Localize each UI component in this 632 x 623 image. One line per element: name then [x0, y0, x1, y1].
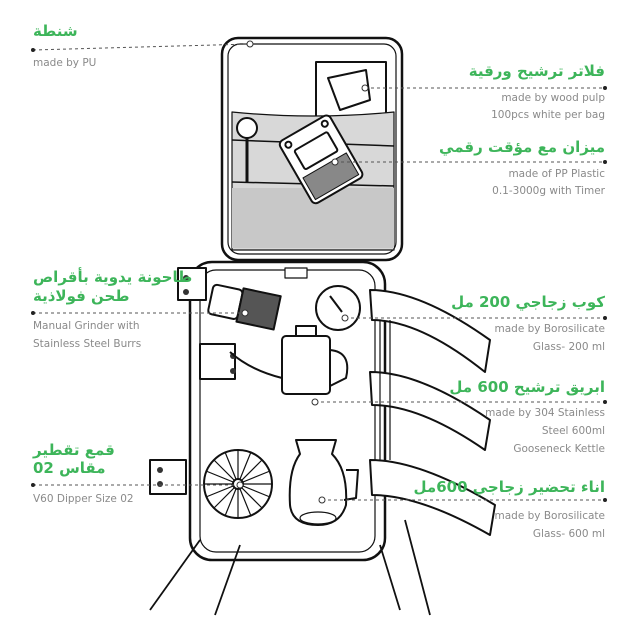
bag-lid — [220, 36, 404, 262]
filter-pocket — [315, 61, 387, 119]
bag-desc: made by PU — [33, 57, 97, 69]
scale-icon — [278, 114, 364, 205]
strap-3 — [369, 459, 496, 536]
kettle-desc-2: Steel 600ml — [541, 425, 605, 437]
cup-desc-2: Glass- 200 ml — [532, 341, 605, 353]
kettle-title: ابريق ترشيح 600 مل — [449, 378, 605, 396]
scale-desc-2: 0.1-3000g with Timer — [492, 185, 605, 197]
scale-desc-1: made of PP Plastic — [508, 168, 605, 180]
kettle-desc-3: Gooseneck Kettle — [513, 443, 605, 455]
kettle-icon — [229, 325, 349, 395]
bag-body — [188, 260, 387, 562]
filter-icon — [327, 69, 371, 111]
filter-desc-2: 100pcs white per bag — [491, 109, 605, 121]
server-desc-2: Glass- 600 ml — [532, 528, 605, 540]
cup-desc-1: made by Borosilicate — [494, 323, 606, 335]
dripper-title-2: مقاس 02 — [33, 459, 106, 477]
cup-title: كوب زجاجي 200 مل — [451, 293, 605, 311]
tab-3 — [149, 459, 187, 495]
tab-1 — [177, 267, 207, 301]
spoon-icon — [236, 117, 258, 139]
kettle-desc-1: made by 304 Stainless — [485, 407, 605, 419]
grinder-desc-2: Stainless Steel Burrs — [33, 338, 142, 350]
filter-title: فلاتر ترشيح ورقية — [468, 62, 605, 80]
dripper-desc: V60 Dipper Size 02 — [33, 493, 134, 505]
server-title: اناء تحضير زجاجي 600مل — [413, 478, 605, 496]
grinder-desc-1: Manual Grinder with — [33, 320, 140, 332]
grinder-icon — [207, 283, 282, 331]
bag-title: شنطة — [33, 22, 78, 40]
strap-bottom — [149, 519, 431, 616]
dripper-title-1: قمع تقطير — [33, 441, 115, 459]
strap-1 — [369, 289, 491, 373]
grinder-title-2: طحن فولاذية — [33, 287, 130, 305]
server-desc-1: made by Borosilicate — [494, 510, 606, 522]
scale-title: ميزان مع مؤقت رقمي — [439, 138, 605, 156]
server-icon — [288, 439, 359, 526]
filter-desc-1: made by wood pulp — [501, 92, 605, 104]
strap-2 — [369, 371, 491, 451]
grinder-title-1: طاحونة يدوية بأقراص — [33, 268, 193, 286]
tab-2 — [199, 343, 236, 380]
